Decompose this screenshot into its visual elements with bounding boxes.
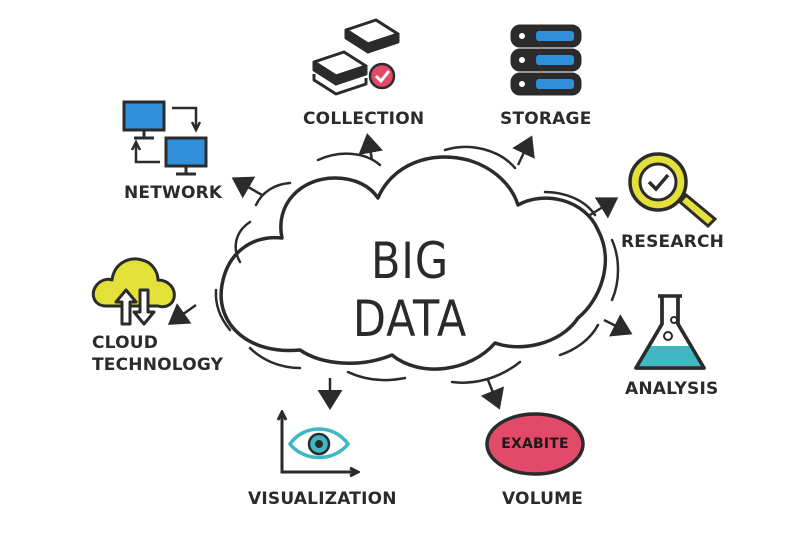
network-label: NETWORK xyxy=(124,183,223,203)
visualization-label: VISUALIZATION xyxy=(248,489,397,509)
volume-icon xyxy=(485,412,585,476)
collection-icon xyxy=(312,18,400,96)
diagram-title: BIG DATA xyxy=(352,232,468,348)
analysis-icon xyxy=(634,294,706,370)
cloud-technology-label-line2: TECHNOLOGY xyxy=(92,355,224,375)
cloud-technology-icon xyxy=(91,257,176,326)
research-label: RESEARCH xyxy=(621,232,725,252)
storage-label: STORAGE xyxy=(500,109,592,129)
connector-arrows xyxy=(167,133,633,410)
analysis-label: ANALYSIS xyxy=(625,379,719,399)
cloud-outline xyxy=(219,155,608,371)
network-icon xyxy=(122,100,208,176)
storage-icon xyxy=(510,24,582,96)
research-icon xyxy=(628,152,718,229)
cloud-sketch-lines xyxy=(214,145,620,384)
cloud-technology-label-line1: CLOUD xyxy=(92,333,159,353)
collection-label: COLLECTION xyxy=(303,109,425,129)
volume-badge-text: EXABITE xyxy=(501,436,569,452)
volume-label: VOLUME xyxy=(502,489,584,509)
visualization-icon xyxy=(276,410,360,478)
